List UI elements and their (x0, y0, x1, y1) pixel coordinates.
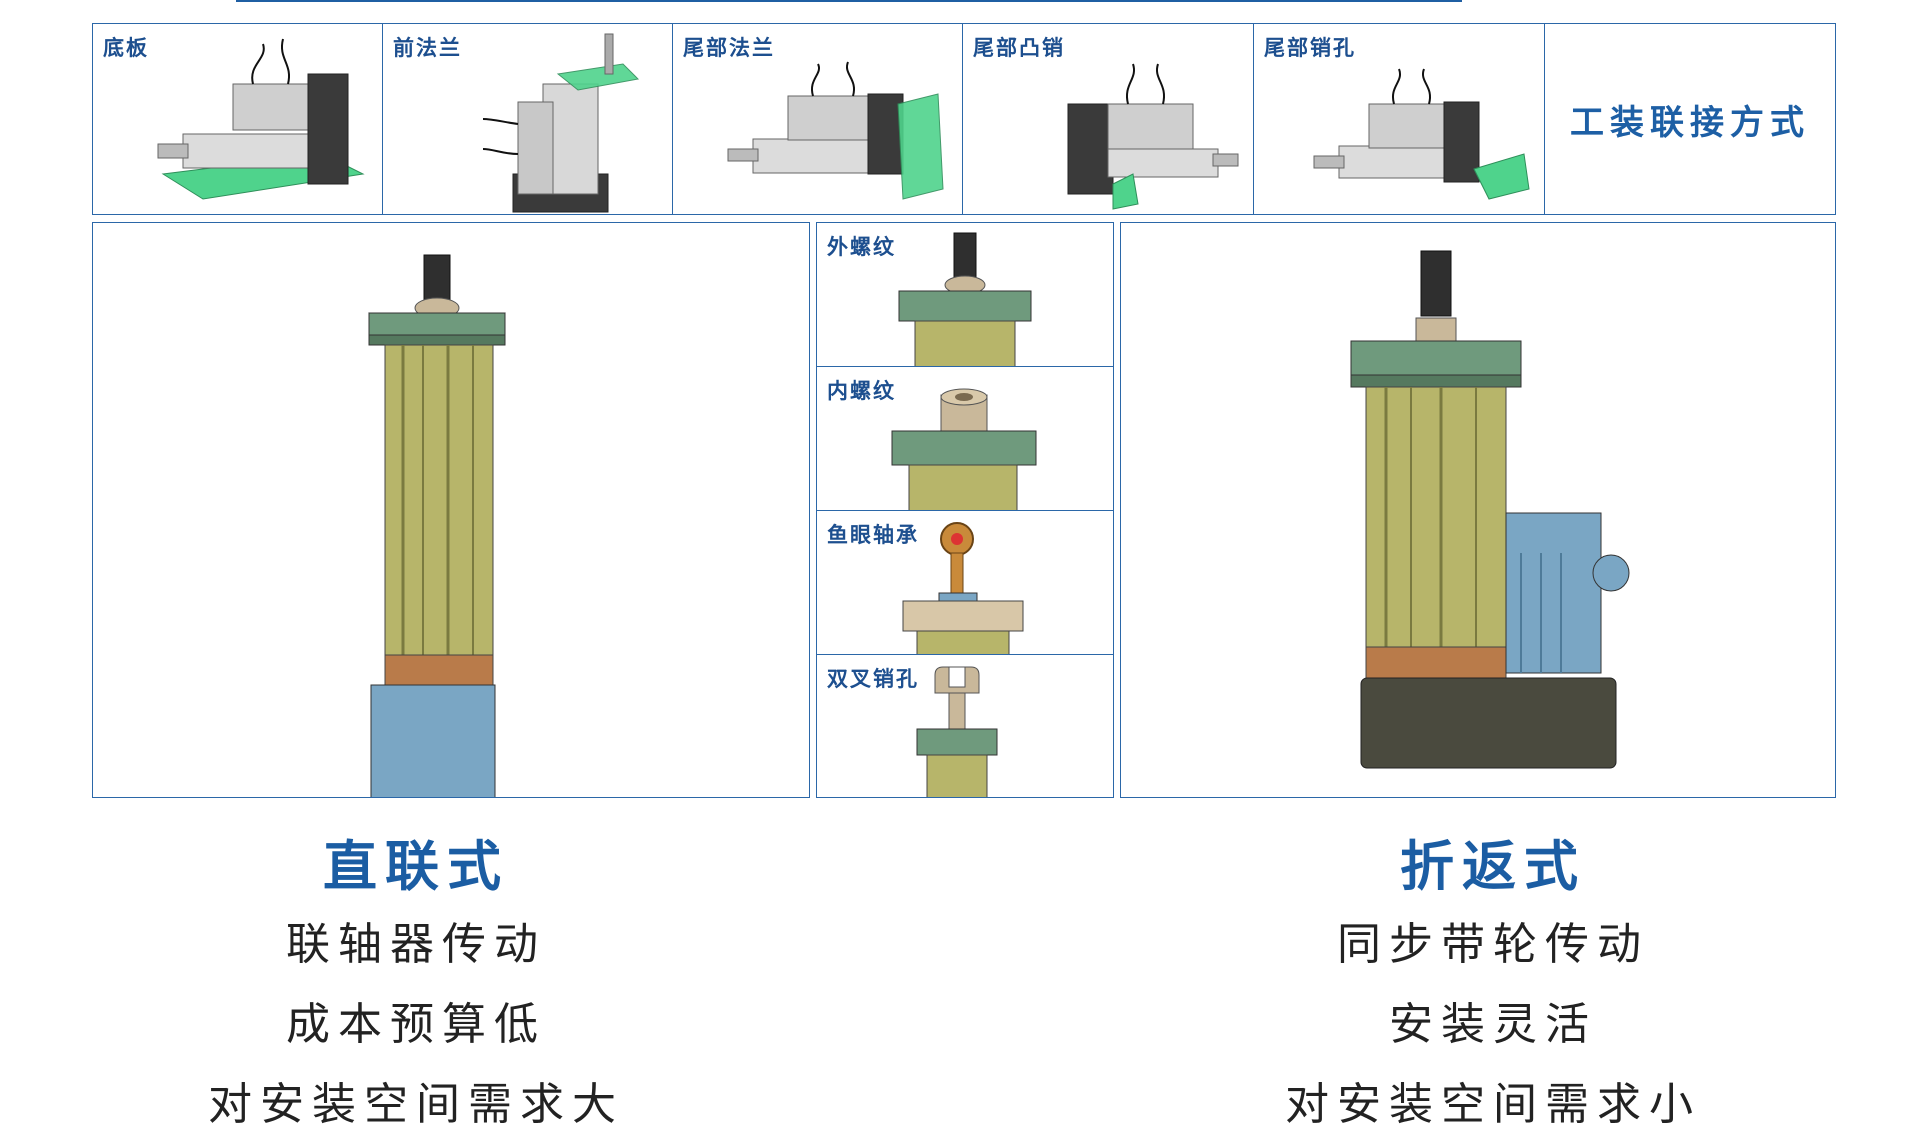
mounting-methods-title: 工装联接方式 (1544, 23, 1836, 215)
inline-type-title: 直联式 (323, 835, 509, 898)
double-clevis-illustration (916, 666, 998, 797)
internal-thread-illustration (891, 388, 1037, 510)
folded-actuator-illustration (1350, 250, 1630, 769)
rod-end-external-thread: 外螺纹 (816, 222, 1114, 367)
mount-type-base-plate: 底板 (92, 23, 383, 215)
mount-type-label: 尾部销孔 (1264, 36, 1356, 60)
rod-end-label: 内螺纹 (827, 379, 896, 403)
rod-end-label: 双叉销孔 (827, 667, 919, 691)
base-plate-actuator-illustration (157, 38, 365, 200)
top-divider (236, 0, 1462, 2)
mount-type-label: 前法兰 (393, 36, 462, 60)
mounting-methods-title-text: 工装联接方式 (1570, 102, 1810, 143)
rear-trunnion-actuator-illustration (1067, 63, 1239, 210)
inline-feature-line: 成本预算低 (286, 999, 546, 1050)
rear-clevis-actuator-illustration (1313, 68, 1530, 200)
mount-type-label: 底板 (103, 36, 149, 60)
inline-feature-line: 联轴器传动 (286, 919, 546, 970)
inline-feature-line: 对安装空间需求大 (208, 1079, 624, 1130)
folded-actuator-panel (1120, 222, 1836, 798)
folded-feature-line: 对安装空间需求小 (1285, 1079, 1701, 1130)
mount-type-rear-trunnion: 尾部凸销 (962, 23, 1254, 215)
external-thread-illustration (898, 232, 1032, 366)
folded-type-title: 折返式 (1400, 835, 1586, 898)
mount-type-label: 尾部凸销 (973, 36, 1065, 60)
folded-feature-line: 同步带轮传动 (1337, 919, 1649, 970)
mount-type-rear-clevis: 尾部销孔 (1253, 23, 1545, 215)
rod-end-internal-thread: 内螺纹 (816, 366, 1114, 511)
inline-actuator-illustration (368, 254, 506, 797)
inline-actuator-panel (92, 222, 810, 798)
rod-end-label: 外螺纹 (827, 235, 896, 259)
mount-type-label: 尾部法兰 (683, 36, 775, 60)
front-flange-actuator-illustration (482, 33, 640, 213)
rod-end-label: 鱼眼轴承 (827, 523, 919, 547)
rod-end-rod-eye-bearing: 鱼眼轴承 (816, 510, 1114, 655)
rear-flange-actuator-illustration (727, 61, 944, 200)
mount-type-front-flange: 前法兰 (382, 23, 673, 215)
mount-type-rear-flange: 尾部法兰 (672, 23, 963, 215)
rod-eye-bearing-illustration (902, 522, 1024, 654)
rod-end-double-clevis: 双叉销孔 (816, 654, 1114, 798)
folded-feature-line: 安装灵活 (1389, 999, 1597, 1050)
